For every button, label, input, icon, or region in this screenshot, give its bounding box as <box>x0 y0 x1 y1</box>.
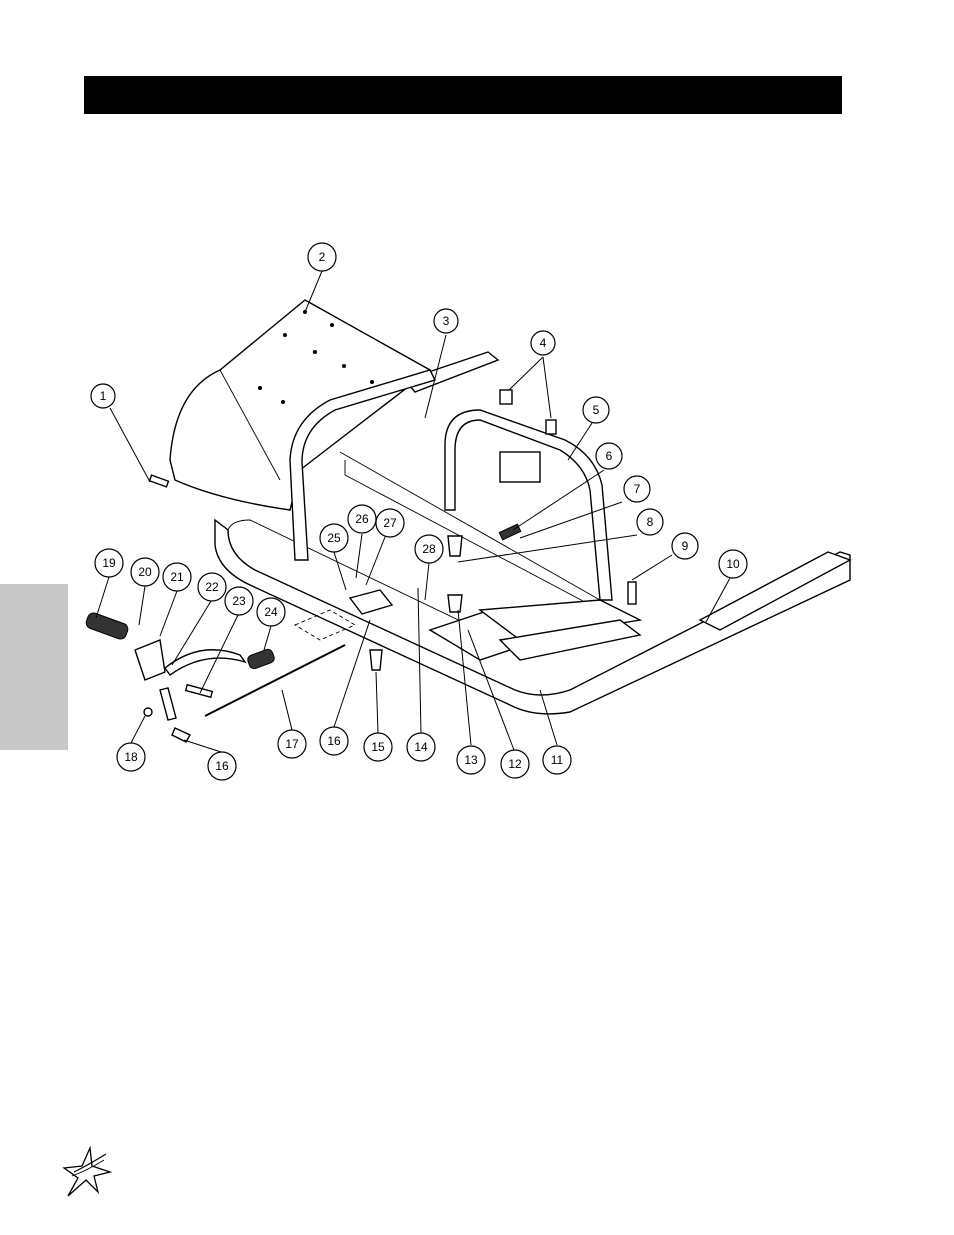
callout-3: 3 <box>433 308 459 334</box>
callout-2: 2 <box>307 242 337 272</box>
callout-17: 17 <box>277 729 307 759</box>
callout-20: 20 <box>130 557 160 587</box>
svg-text:2: 2 <box>319 250 326 264</box>
svg-text:20: 20 <box>138 565 152 579</box>
svg-text:26: 26 <box>355 512 369 526</box>
callout-14: 14 <box>406 732 436 762</box>
side-tab <box>0 584 68 750</box>
callout-21: 21 <box>162 562 192 592</box>
callout-4: 4 <box>530 330 556 356</box>
callout-5: 5 <box>582 396 610 424</box>
svg-text:24: 24 <box>264 605 278 619</box>
callout-1: 1 <box>90 383 116 409</box>
callout-12: 12 <box>500 749 530 779</box>
svg-text:14: 14 <box>414 740 428 754</box>
svg-text:9: 9 <box>682 539 689 553</box>
svg-text:4: 4 <box>540 336 547 350</box>
leader-lines <box>95 270 731 753</box>
svg-text:16: 16 <box>215 759 229 773</box>
svg-text:7: 7 <box>634 482 641 496</box>
svg-text:22: 22 <box>205 580 219 594</box>
svg-text:11: 11 <box>551 753 564 767</box>
svg-text:12: 12 <box>508 757 522 771</box>
svg-text:3: 3 <box>443 314 450 328</box>
callout-18: 18 <box>116 742 146 772</box>
svg-text:6: 6 <box>606 449 613 463</box>
svg-text:15: 15 <box>371 740 385 754</box>
callout-25: 25 <box>319 523 349 553</box>
callout-11: 11 <box>542 745 572 775</box>
svg-text:10: 10 <box>726 557 740 571</box>
callout-26: 26 <box>347 504 377 534</box>
callout-10: 10 <box>718 549 748 579</box>
svg-text:17: 17 <box>285 737 299 751</box>
star-swoosh-icon <box>62 1146 113 1197</box>
callout-8: 8 <box>636 508 664 536</box>
svg-text:19: 19 <box>102 556 116 570</box>
small-parts <box>85 389 643 743</box>
svg-text:16: 16 <box>327 734 341 748</box>
callout-24: 24 <box>256 597 286 627</box>
svg-text:27: 27 <box>383 516 397 530</box>
svg-text:8: 8 <box>647 515 654 529</box>
callout-28: 28 <box>414 534 444 564</box>
svg-text:23: 23 <box>232 594 246 608</box>
callout-6: 6 <box>595 442 623 470</box>
callout-9: 9 <box>671 532 699 560</box>
header-bar <box>84 76 842 114</box>
callout-15: 15 <box>363 732 393 762</box>
svg-text:21: 21 <box>170 570 184 584</box>
callout-13: 13 <box>456 745 486 775</box>
svg-text:13: 13 <box>464 753 478 767</box>
svg-text:5: 5 <box>593 403 600 417</box>
callout-16b: 16 <box>207 751 237 781</box>
callout-16a: 16 <box>319 726 349 756</box>
callout-27: 27 <box>375 508 405 538</box>
callout-23: 23 <box>224 586 254 616</box>
callout-7: 7 <box>623 475 651 503</box>
svg-text:28: 28 <box>422 542 436 556</box>
svg-text:18: 18 <box>124 750 138 764</box>
callout-19: 19 <box>94 548 124 578</box>
svg-text:1: 1 <box>100 389 107 403</box>
callout-22: 22 <box>197 572 227 602</box>
seat-housing <box>169 299 432 511</box>
svg-text:25: 25 <box>327 531 341 545</box>
